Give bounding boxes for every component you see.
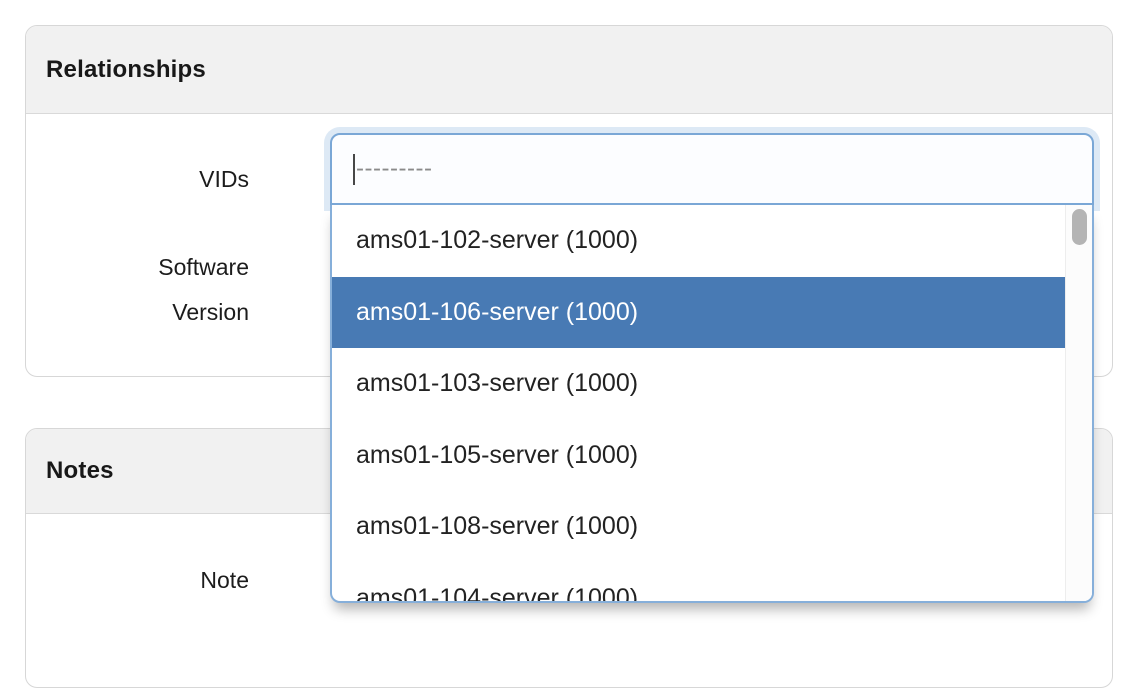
dropdown-scrollbar-thumb[interactable]: [1072, 209, 1087, 245]
notes-card-title: Notes: [46, 457, 114, 484]
vids-search-placeholder: ---------: [356, 155, 433, 182]
vids-option[interactable]: ams01-103-server (1000): [356, 369, 639, 398]
vids-option[interactable]: ams01-104-server (1000): [356, 583, 639, 603]
vids-options-list: ams01-102-server (1000) ams01-106-server…: [330, 205, 1094, 603]
text-cursor-caret: [353, 153, 355, 185]
vids-search-input[interactable]: ---------: [330, 133, 1094, 205]
vids-option[interactable]: ams01-108-server (1000): [356, 512, 639, 541]
vids-option[interactable]: ams01-106-server (1000): [332, 276, 1092, 348]
dropdown-scrollbar-track[interactable]: [1065, 205, 1092, 601]
relationships-card-header: Relationships: [26, 26, 1112, 114]
vids-option[interactable]: ams01-102-server (1000): [356, 226, 639, 255]
software-version-field-label: Software Version: [158, 254, 249, 325]
vids-field-label: VIDs: [199, 166, 249, 192]
relationships-card-title: Relationships: [46, 55, 206, 83]
note-field-label: Note: [200, 567, 249, 593]
vids-option[interactable]: ams01-105-server (1000): [356, 440, 639, 469]
